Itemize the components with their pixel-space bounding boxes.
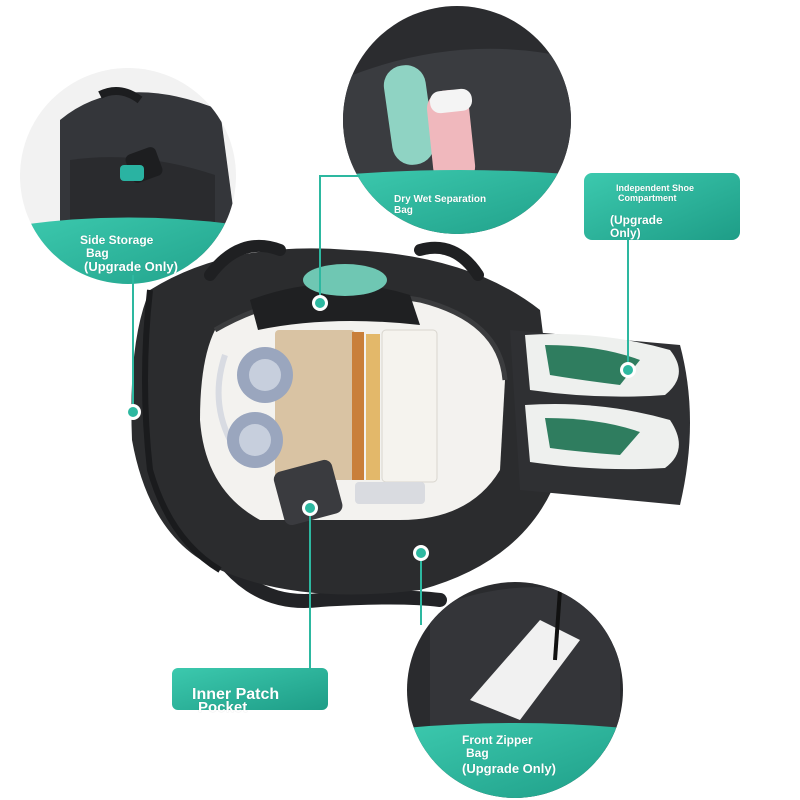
front-zipper-line2: Bag bbox=[466, 746, 489, 761]
notebook bbox=[275, 330, 355, 480]
shoe-line2: Compartment bbox=[618, 192, 677, 203]
teal-pouch bbox=[303, 264, 387, 296]
leader-lines bbox=[132, 175, 629, 668]
sneakers bbox=[525, 334, 679, 470]
inner-patch-label-box bbox=[172, 668, 328, 710]
callout-front-zipper bbox=[407, 582, 623, 798]
side-storage-line2: Bag bbox=[86, 246, 109, 261]
shoe-label-box bbox=[584, 173, 740, 240]
side-storage-line1: Side Storage bbox=[80, 233, 154, 247]
side-storage-label: Side Storage Bag (Upgrade Only) bbox=[80, 233, 178, 275]
side-storage-line3: (Upgrade Only) bbox=[84, 259, 178, 275]
top-handle bbox=[204, 239, 286, 281]
front-zipper-label: Front Zipper Bag (Upgrade Only) bbox=[462, 733, 556, 777]
dry-wet-line1: Dry Wet Separation bbox=[394, 194, 487, 205]
callout-side-storage bbox=[20, 68, 236, 284]
dry-wet-line2: Bag bbox=[394, 205, 413, 216]
front-zipper-line3: (Upgrade Only) bbox=[462, 761, 556, 777]
dry-wet-label: Dry Wet Separation Bag bbox=[394, 194, 486, 216]
inner-patch-line2: Pocket bbox=[198, 698, 248, 716]
power-bank bbox=[355, 482, 425, 504]
front-zipper-line1: Front Zipper bbox=[462, 733, 533, 747]
marker-dots bbox=[125, 295, 636, 561]
inner-patch-line1: Inner Patch bbox=[192, 686, 280, 703]
shoe-line1: Independent Shoe bbox=[616, 183, 695, 193]
duffel-bag bbox=[131, 239, 690, 608]
shoe-line3: (Upgrade bbox=[610, 212, 663, 227]
headphones bbox=[215, 347, 293, 468]
shoe-line4: Only) bbox=[610, 225, 641, 240]
shoe-compartment-label: Independent Shoe Compartment (Upgrade On… bbox=[598, 183, 728, 240]
inner-patch-label: Inner Patch Pocket bbox=[192, 686, 279, 716]
phone bbox=[273, 459, 343, 526]
